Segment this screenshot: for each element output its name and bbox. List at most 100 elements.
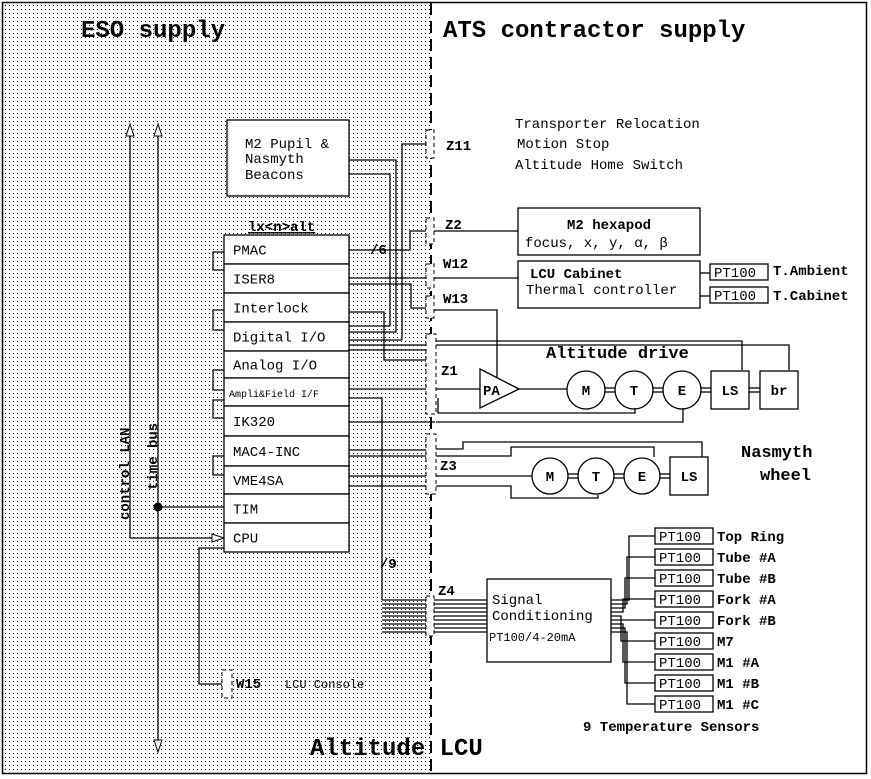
chain-element: E	[623, 457, 661, 495]
z11-signal: Transporter Relocation	[515, 117, 700, 133]
rack-board: Ampli&Field I/F	[223, 377, 350, 407]
svg-text:PT100: PT100	[659, 614, 701, 630]
svg-text:PT100: PT100	[659, 530, 701, 546]
m2-hexapod-box: M2 hexapod focus, x, y, α, β	[517, 207, 701, 256]
svg-text:M1 #B: M1 #B	[717, 677, 760, 693]
rack-board-label: MAC4-INC	[233, 445, 300, 461]
signal-conditioning-box: Signal Conditioning PT100/4-20mA	[486, 578, 612, 663]
temperature-sensor: PT100 M7	[611, 619, 734, 651]
rack-board: Analog I/O	[223, 350, 350, 379]
rack-board-label: CPU	[233, 532, 258, 548]
chain-box: LS	[710, 370, 750, 410]
svg-text:Tube #A: Tube #A	[717, 551, 776, 567]
rack-board: ISER8	[223, 263, 350, 294]
sensor-bus-count: /9	[380, 557, 397, 573]
svg-text:PT100: PT100	[659, 551, 701, 567]
temperature-sensor: PT100 Tube #B	[611, 569, 776, 609]
m2-beacons-box: M2 Pupil & Nasmyth Beacons	[226, 119, 350, 197]
svg-text:Signal: Signal	[492, 593, 542, 609]
nasmyth-wheel: Nasmyth wheel M T E LS	[436, 441, 812, 499]
svg-text:Z1: Z1	[441, 364, 458, 380]
svg-text:T: T	[592, 470, 600, 486]
connector-z2: Z2	[425, 217, 518, 245]
chain-element: T	[577, 457, 615, 495]
rack-board-label: Interlock	[233, 302, 309, 318]
time-bus-label: time bus	[146, 423, 162, 490]
temperature-sensor: PT100 M1 #B	[611, 627, 760, 693]
rack-board-label: Digital I/O	[233, 331, 325, 347]
rack-board-label: PMAC	[233, 244, 267, 260]
rack-board: PMAC	[223, 234, 350, 265]
console-label: LCU Console	[285, 678, 364, 692]
rack-board-label: Analog I/O	[233, 359, 317, 375]
temperature-sensor: PT100 Fork #A	[611, 590, 776, 613]
svg-text:M2 hexapod: M2 hexapod	[567, 218, 651, 234]
wiring	[198, 143, 435, 685]
svg-text:PT100: PT100	[659, 656, 701, 672]
temperature-sensor: PT100 M1 #C	[611, 631, 760, 714]
svg-text:Fork #B: Fork #B	[717, 614, 776, 630]
z11-signal: Altitude Home Switch	[515, 158, 683, 174]
connector-z1: Z1	[425, 333, 458, 415]
svg-text:Tube #B: Tube #B	[717, 572, 776, 588]
svg-text:PT100: PT100	[659, 635, 701, 651]
control-lan-label: control LAN	[118, 428, 134, 520]
temperature-sensors-caption: 9 Temperature Sensors	[583, 720, 759, 736]
svg-text:W12: W12	[443, 257, 468, 273]
svg-text:LCU Cabinet: LCU Cabinet	[530, 267, 622, 283]
arrow-up-icon	[153, 122, 163, 137]
svg-text:E: E	[678, 384, 686, 400]
chain-element: E	[662, 370, 702, 410]
svg-text:PT100: PT100	[659, 677, 701, 693]
chain-element: M	[566, 370, 606, 410]
svg-text:M1 #A: M1 #A	[717, 656, 760, 672]
arrow-right-icon	[211, 533, 226, 543]
rack-board: VME4SA	[223, 465, 350, 495]
svg-text:Conditioning: Conditioning	[492, 609, 593, 625]
svg-text:T.Ambient: T.Ambient	[773, 264, 849, 280]
cabinet-sensor-ambient: PT100 T.Ambient	[709, 263, 849, 282]
connector-z3: Z3	[425, 433, 457, 495]
svg-text:br: br	[771, 384, 788, 400]
rack-board: IK320	[223, 405, 350, 437]
rack-board-label: VME4SA	[233, 474, 284, 490]
rack-board: Interlock	[223, 292, 350, 323]
arrow-down-icon	[153, 739, 163, 754]
svg-text:LS: LS	[722, 384, 739, 400]
rack-board-label: IK320	[233, 415, 275, 431]
svg-text:PA: PA	[483, 384, 500, 400]
z11-signal: Motion Stop	[517, 137, 609, 153]
svg-text:Nasmyth: Nasmyth	[245, 152, 304, 168]
svg-text:W15: W15	[236, 677, 261, 693]
connector-w13: W13	[425, 292, 498, 378]
svg-text:LS: LS	[681, 470, 698, 486]
control-lan-bus: control LAN	[118, 122, 226, 543]
rack-board-label: TIM	[233, 503, 258, 519]
svg-text:PT100/4-20mA: PT100/4-20mA	[489, 631, 576, 645]
temperature-sensor: PT100 Fork #B	[611, 611, 776, 630]
svg-text:Nasmyth: Nasmyth	[741, 444, 812, 463]
svg-text:PT100: PT100	[659, 572, 701, 588]
svg-text:M: M	[546, 470, 554, 486]
rack-board: TIM	[223, 493, 350, 524]
svg-text:wheel: wheel	[760, 467, 811, 486]
temperature-sensor: PT100 Tube #A	[611, 548, 776, 605]
svg-text:PT100: PT100	[714, 289, 756, 305]
lcu-cabinet-box: LCU Cabinet Thermal controller	[517, 260, 710, 309]
rack-board-label: ISER8	[233, 273, 275, 289]
svg-text:Z4: Z4	[438, 584, 455, 600]
chain-box: LS	[669, 456, 709, 496]
svg-text:M7: M7	[717, 635, 734, 651]
svg-text:PT100: PT100	[659, 698, 701, 714]
svg-text:PT100: PT100	[659, 593, 701, 609]
svg-text:T.Cabinet: T.Cabinet	[773, 289, 849, 305]
svg-text:M1 #C: M1 #C	[717, 698, 760, 714]
svg-text:Fork #A: Fork #A	[717, 593, 776, 609]
svg-text:PT100: PT100	[714, 266, 756, 282]
connector-w12: W12	[425, 257, 518, 289]
